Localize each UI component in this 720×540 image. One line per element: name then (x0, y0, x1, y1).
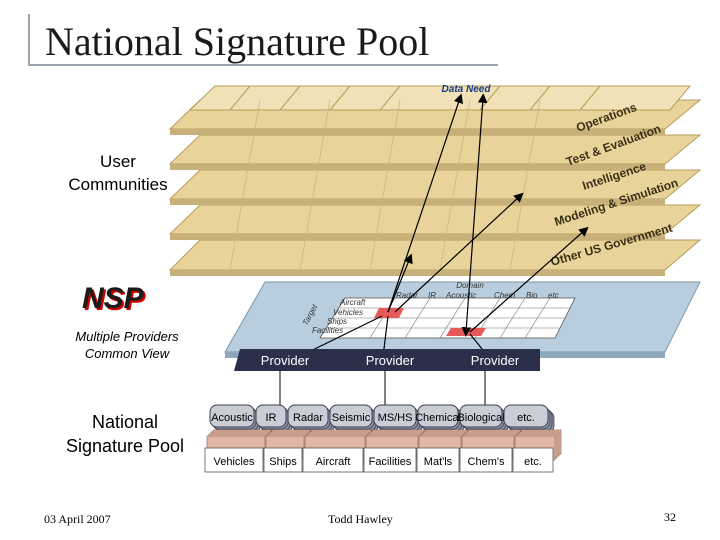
domain-card-label: etc. (517, 412, 535, 424)
domain-card-label: Biological (457, 412, 504, 424)
layer-intelligence (168, 169, 702, 205)
title-underline (28, 64, 498, 66)
domain-card-label: Seismic (332, 412, 371, 424)
matrix-col-radar: Radar (396, 291, 418, 300)
multiple-providers-line-2: Common View (84, 346, 170, 361)
matrix-col-ir: IR (428, 291, 436, 300)
slide-title: National Signature Pool (45, 19, 430, 64)
matrix-col-bio: Bio (526, 291, 538, 300)
target-card: etc. (512, 429, 562, 473)
target-card: Facilities (363, 429, 425, 473)
data-need-label: Data Need (442, 84, 492, 95)
target-card: Ships (263, 429, 311, 473)
nsp-logo-text: NSP (82, 282, 144, 315)
target-cards: Vehicles Ships Aircraft Facilities Mat'ls Che… (204, 429, 562, 473)
national-pool-line-1: National (91, 412, 159, 432)
target-card-label: etc. (524, 456, 542, 468)
footer-author: Todd Hawley (328, 512, 393, 526)
matrix-row-facilities: Facilities (312, 326, 343, 335)
multiple-providers-label: Multiple Providers Common View (62, 328, 192, 362)
layer-other-us-government (168, 239, 702, 276)
domain-card: IR (255, 404, 293, 434)
provider-3: Provider (471, 353, 520, 368)
matrix-col-chem: Chem (494, 291, 516, 300)
target-card: Aircraft (302, 429, 372, 473)
matrix-col-acoustic: Acoustic (445, 291, 476, 300)
user-communities-label: User Communities (58, 150, 178, 196)
target-card-label: Facilities (369, 456, 412, 468)
national-signature-pool-label: National Signature Pool (50, 410, 200, 458)
provider-1: Provider (261, 353, 310, 368)
domain-card: etc. (503, 404, 555, 434)
domain-card-label: MS/HS (378, 412, 413, 424)
matrix-row-ships: Ships (327, 317, 347, 326)
footer-page-number: 32 (664, 510, 676, 524)
target-card-label: Chem's (468, 456, 505, 468)
domain-card: Seismic (329, 404, 379, 434)
target-card: Vehicles (204, 429, 272, 473)
target-card-label: Aircraft (316, 456, 351, 468)
domain-card: Chemical (415, 404, 465, 434)
provider-2: Provider (366, 353, 415, 368)
matrix-domain-label: Domain (456, 281, 484, 290)
matrix-row-aircraft: Aircraft (339, 298, 366, 307)
multiple-providers-line-1: Multiple Providers (75, 329, 179, 344)
provider-bar: Provider Provider Provider (234, 349, 540, 371)
domain-card: Radar (287, 404, 335, 434)
domain-card-label: Radar (293, 412, 323, 424)
domain-card: Acoustic (209, 404, 261, 434)
target-card: Mat'ls (416, 429, 468, 473)
domain-card-label: IR (266, 412, 277, 424)
target-card: Chem's (459, 429, 521, 473)
user-communities-line-1: User (100, 152, 136, 171)
title-rule (28, 14, 30, 66)
domain-card-label: Acoustic (211, 412, 253, 424)
matrix-col-etc: etc (548, 291, 559, 300)
national-pool-line-2: Signature Pool (65, 436, 185, 456)
layer-data-need (188, 85, 692, 111)
target-card-label: Mat'ls (424, 456, 453, 468)
layer-test-evaluation (168, 134, 702, 170)
footer-date: 03 April 2007 (44, 512, 111, 526)
matrix-row-vehicles: Vehicles (333, 308, 363, 317)
domain-card-label: Chemical (415, 412, 461, 424)
target-card-label: Ships (269, 456, 297, 468)
domain-card: Biological (457, 404, 509, 434)
user-communities-line-2: Communities (68, 175, 168, 194)
target-card-label: Vehicles (214, 456, 255, 468)
